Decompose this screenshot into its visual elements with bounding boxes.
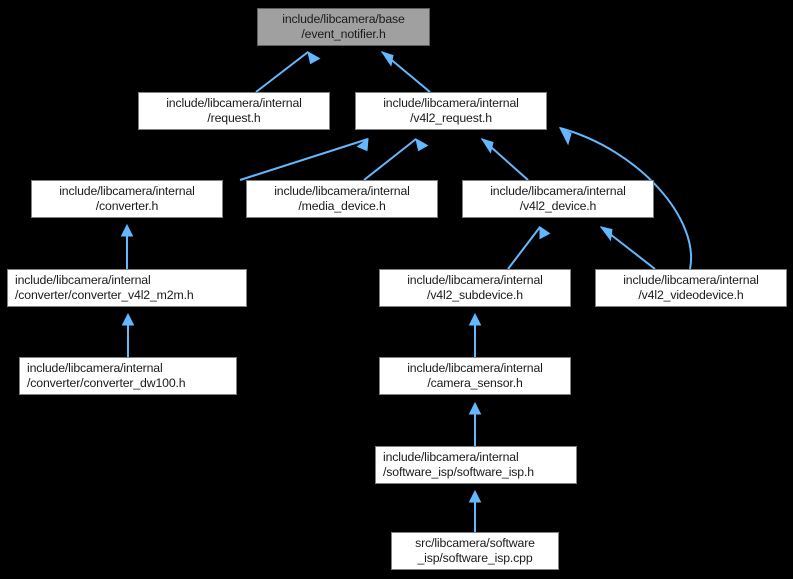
edge-v4l2_videodevice-to-v4l2_device (599, 226, 656, 270)
edge-arrowhead (415, 138, 429, 152)
node-label-line1: include/libcamera/internal (15, 273, 151, 287)
node-converter_v4l2_m2m[interactable]: include/libcamera/internal/converter/con… (7, 269, 247, 307)
edge-software_isp_h-to-camera_sensor (468, 401, 482, 446)
node-label-line2: /media_device.h (298, 199, 386, 213)
edge-converter_v4l2_m2m-to-converter (120, 223, 134, 269)
node-converter_dw100[interactable]: include/libcamera/internal/converter/con… (19, 357, 237, 395)
node-label-line2: /software_isp/software_isp.h (383, 465, 534, 479)
edge-arrowhead (468, 312, 482, 326)
node-label-line2: /v4l2_subdevice.h (427, 288, 523, 302)
node-event_notifier[interactable]: include/libcamera/base/event_notifier.h (257, 8, 430, 46)
node-label-line2: _isp/software_isp.cpp (417, 551, 533, 565)
node-label-line2: /v4l2_videodevice.h (638, 288, 744, 302)
node-label-line1: include/libcamera/internal (623, 273, 759, 287)
edge-arrowhead (468, 489, 482, 503)
edge-arrowhead (120, 223, 134, 237)
edge-converter-to-v4l2_request (239, 137, 369, 181)
edge-arrowhead (380, 51, 394, 67)
edge-arrowhead (539, 226, 551, 240)
node-converter[interactable]: include/libcamera/internal/converter.h (31, 180, 223, 218)
edge-arrowhead (599, 226, 613, 242)
node-label-line1: include/libcamera/internal (59, 184, 195, 198)
node-label-line1: include/libcamera/internal (166, 96, 302, 110)
node-label-line2: /v4l2_request.h (410, 111, 492, 125)
edge-media_device-to-v4l2_request (363, 138, 429, 181)
edge-v4l2_subdevice-to-v4l2_device (507, 226, 551, 270)
edge-arrowhead (356, 137, 369, 152)
node-label-line1: include/libcamera/internal (490, 184, 626, 198)
node-label-line1: include/libcamera/internal (407, 273, 543, 287)
edge-software_isp_cpp-to-software_isp_h (468, 489, 482, 532)
node-label-line1: include/libcamera/internal (383, 450, 519, 464)
edge-arrowhead (121, 312, 135, 326)
edge-converter_dw100-to-converter_v4l2_m2m (121, 312, 135, 357)
node-label-line2: /converter/converter_dw100.h (27, 376, 186, 390)
node-media_device[interactable]: include/libcamera/internal/media_device.… (246, 180, 438, 218)
node-label-line1: include/libcamera/internal (383, 96, 519, 110)
node-label-line2: /camera_sensor.h (427, 376, 523, 390)
node-label-line2: /converter/converter_v4l2_m2m.h (15, 288, 194, 302)
node-label-line1: include/libcamera/internal (27, 361, 163, 375)
node-v4l2_request[interactable]: include/libcamera/internal/v4l2_request.… (355, 92, 547, 130)
node-label-line2: /v4l2_device.h (519, 199, 597, 213)
node-label-line1: src/libcamera/software (415, 536, 535, 550)
node-software_isp_cpp[interactable]: src/libcamera/software_isp/software_isp.… (391, 532, 559, 570)
node-v4l2_subdevice[interactable]: include/libcamera/internal/v4l2_subdevic… (379, 269, 571, 307)
node-label-line1: include/libcamera/base (282, 12, 405, 26)
node-label-line2: /request.h (207, 111, 261, 125)
edge-arrowhead (307, 51, 321, 65)
node-label-line1: include/libcamera/internal (407, 361, 543, 375)
node-software_isp_h[interactable]: include/libcamera/internal/software_isp/… (375, 446, 577, 484)
node-label-line2: /converter.h (95, 199, 159, 213)
edge-v4l2_device-to-v4l2_request (480, 138, 529, 181)
edge-arrowhead (558, 126, 572, 146)
node-v4l2_device[interactable]: include/libcamera/internal/v4l2_device.h (462, 180, 654, 218)
node-request[interactable]: include/libcamera/internal/request.h (138, 92, 330, 130)
node-label-line1: include/libcamera/internal (274, 184, 410, 198)
edge-arrowhead (480, 138, 494, 154)
edge-v4l2_request-to-event_notifier (380, 51, 431, 93)
node-v4l2_videodevice[interactable]: include/libcamera/internal/v4l2_videodev… (595, 269, 787, 307)
node-label-line2: /event_notifier.h (301, 27, 386, 41)
node-camera_sensor[interactable]: include/libcamera/internal/camera_sensor… (379, 357, 571, 395)
edge-camera_sensor-to-v4l2_subdevice (468, 312, 482, 357)
edge-request-to-event_notifier (255, 51, 321, 93)
edge-arrowhead (468, 401, 482, 415)
